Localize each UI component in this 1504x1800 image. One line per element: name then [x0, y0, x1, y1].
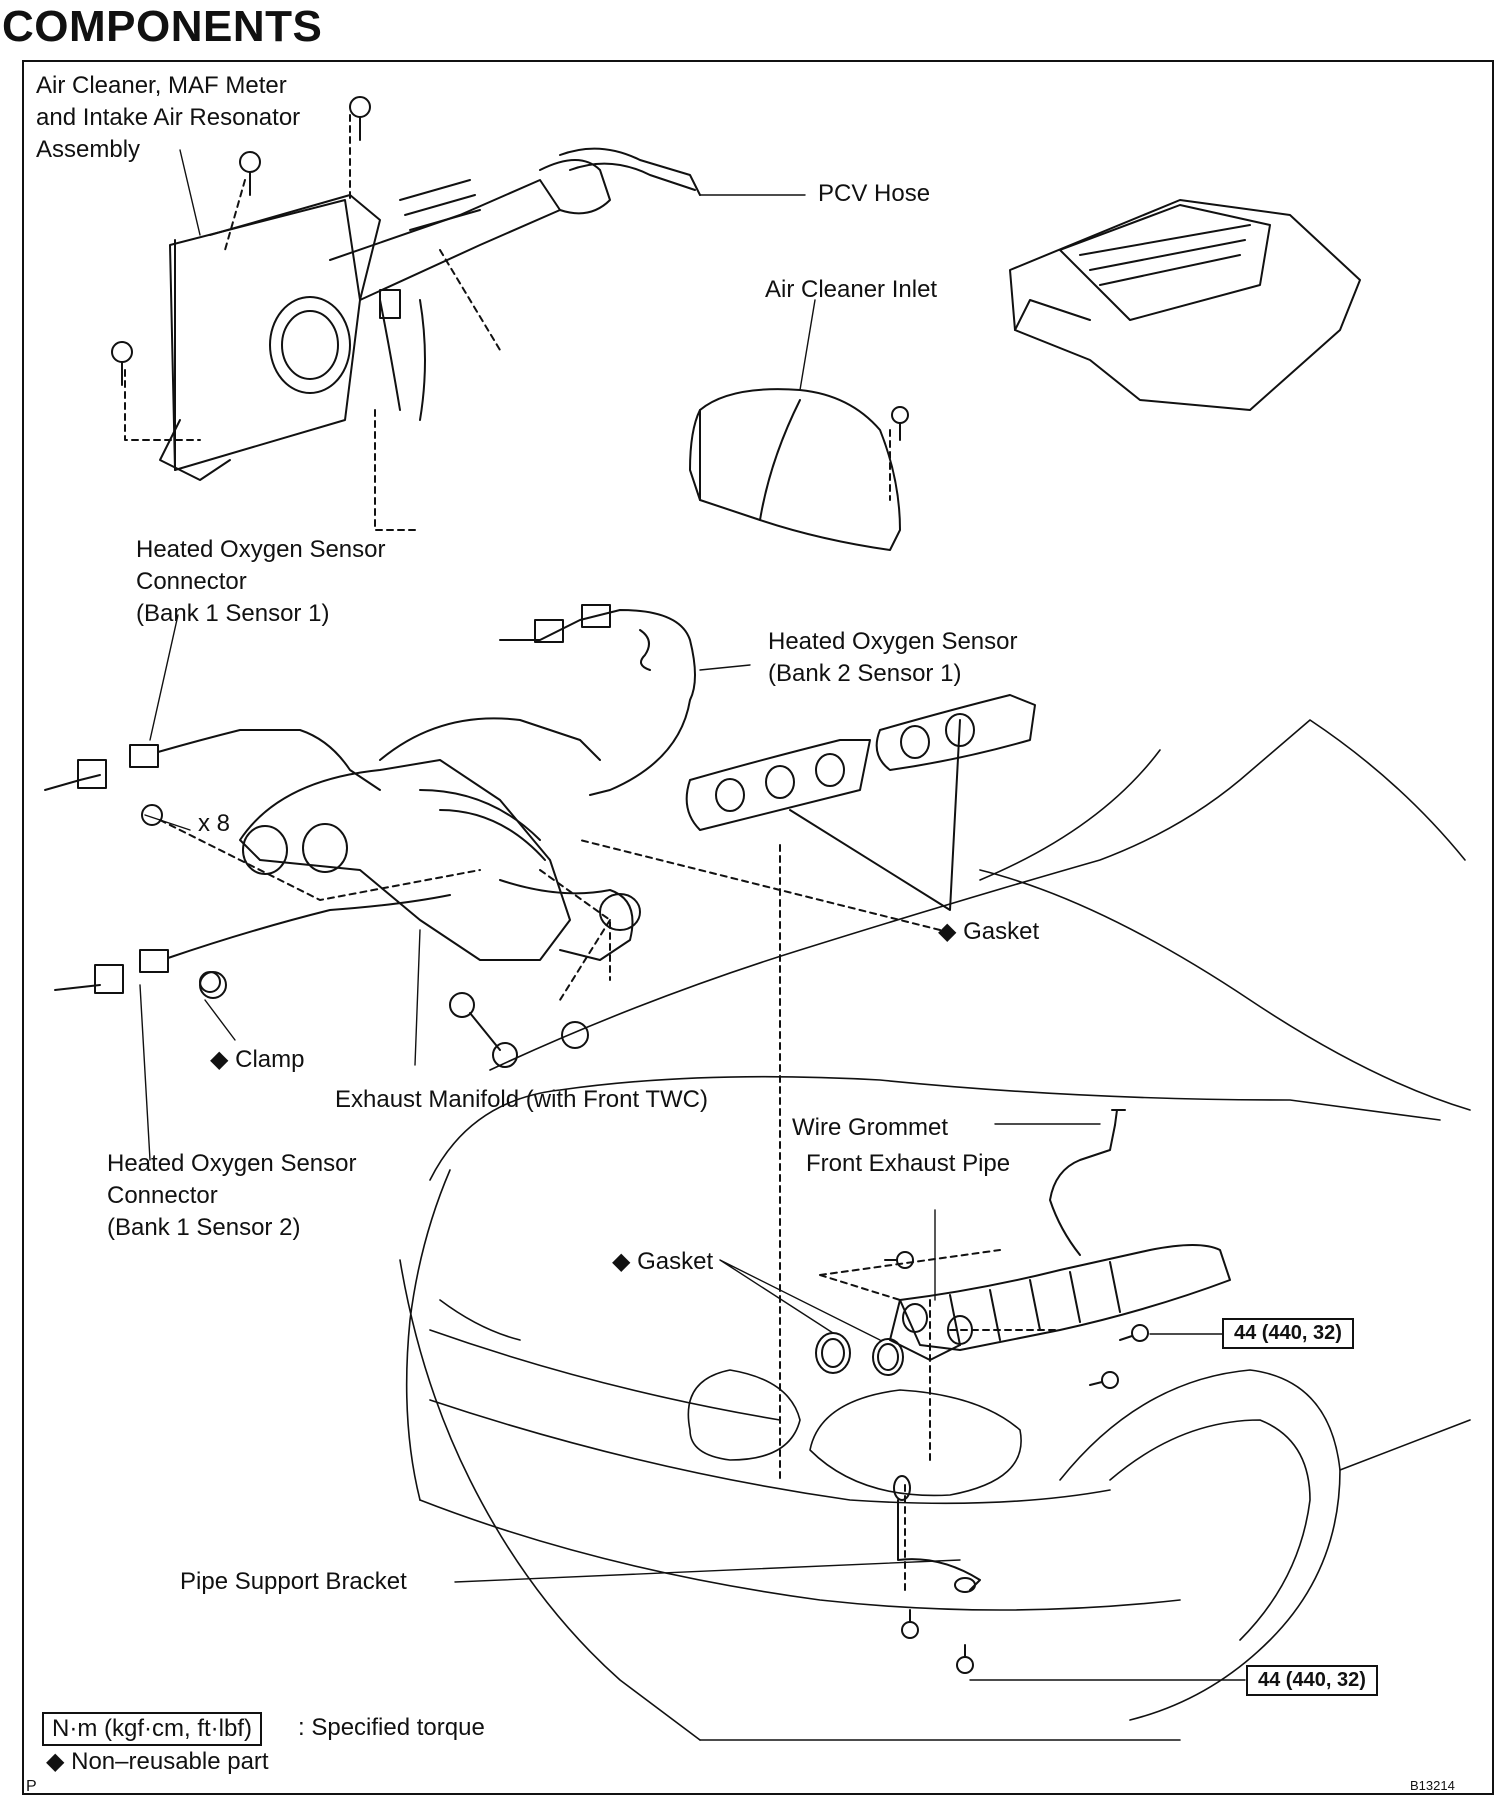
- clamps-nuts: [199, 971, 589, 1068]
- label-gasket-upper: ◆ Gasket: [938, 918, 1040, 945]
- air-cleaner-inlet: [689, 388, 901, 551]
- page-title: COMPONENTS: [2, 2, 323, 51]
- figure-code: B13214: [1410, 1778, 1455, 1793]
- gasket-lower: [815, 1332, 904, 1376]
- gasket-upper: [685, 694, 1036, 911]
- sensor-wiring: [44, 604, 696, 994]
- label-wire-grommet: Wire Grommet: [792, 1114, 948, 1141]
- corner-mark: P: [26, 1778, 37, 1795]
- car-body: [399, 719, 1471, 1741]
- leader-lines: [139, 149, 1246, 1681]
- label-air-cleaner-assembly: Air Cleaner, MAF Meter and Intake Air Re…: [36, 72, 301, 163]
- label-front-exhaust-pipe: Front Exhaust Pipe: [806, 1150, 1011, 1177]
- front-exhaust-pipe: [889, 1109, 1231, 1361]
- label-x8: x 8: [198, 810, 231, 837]
- fastener-lines: [124, 114, 1061, 1591]
- bolt-icons: [111, 96, 1149, 1674]
- engine-cover: [1009, 199, 1361, 411]
- pipe-support-bracket: [893, 1475, 981, 1593]
- torque-spec-upper: 44 (440, 32): [1222, 1318, 1354, 1349]
- label-ho2s-connector-bank1-sensor1: Heated Oxygen Sensor Connector (Bank 1 S…: [136, 536, 386, 627]
- legend-torque-text: : Specified torque: [298, 1714, 485, 1741]
- label-exhaust-manifold: Exhaust Manifold (with Front TWC): [335, 1086, 708, 1113]
- label-air-cleaner-inlet: Air Cleaner Inlet: [765, 276, 938, 303]
- exhaust-manifold: [239, 717, 641, 961]
- label-pipe-support-bracket: Pipe Support Bracket: [180, 1568, 407, 1595]
- torque-spec-lower: 44 (440, 32): [1246, 1665, 1378, 1696]
- label-pcv-hose: PCV Hose: [818, 180, 931, 207]
- label-gasket-lower: ◆ Gasket: [612, 1248, 714, 1275]
- diagram-frame: [22, 60, 1494, 1795]
- label-ho2s-connector-bank1-sensor2: Heated Oxygen Sensor Connector (Bank 1 S…: [107, 1150, 357, 1241]
- legend-torque-box: N·m (kgf·cm, ft·lbf): [42, 1712, 262, 1746]
- label-clamp: ◆ Clamp: [210, 1046, 305, 1073]
- label-ho2s-bank2-sensor1: Heated Oxygen Sensor (Bank 2 Sensor 1): [768, 628, 1018, 687]
- air-cleaner-assembly: [159, 147, 701, 481]
- legend-nonreusable: ◆ Non–reusable part: [46, 1748, 269, 1775]
